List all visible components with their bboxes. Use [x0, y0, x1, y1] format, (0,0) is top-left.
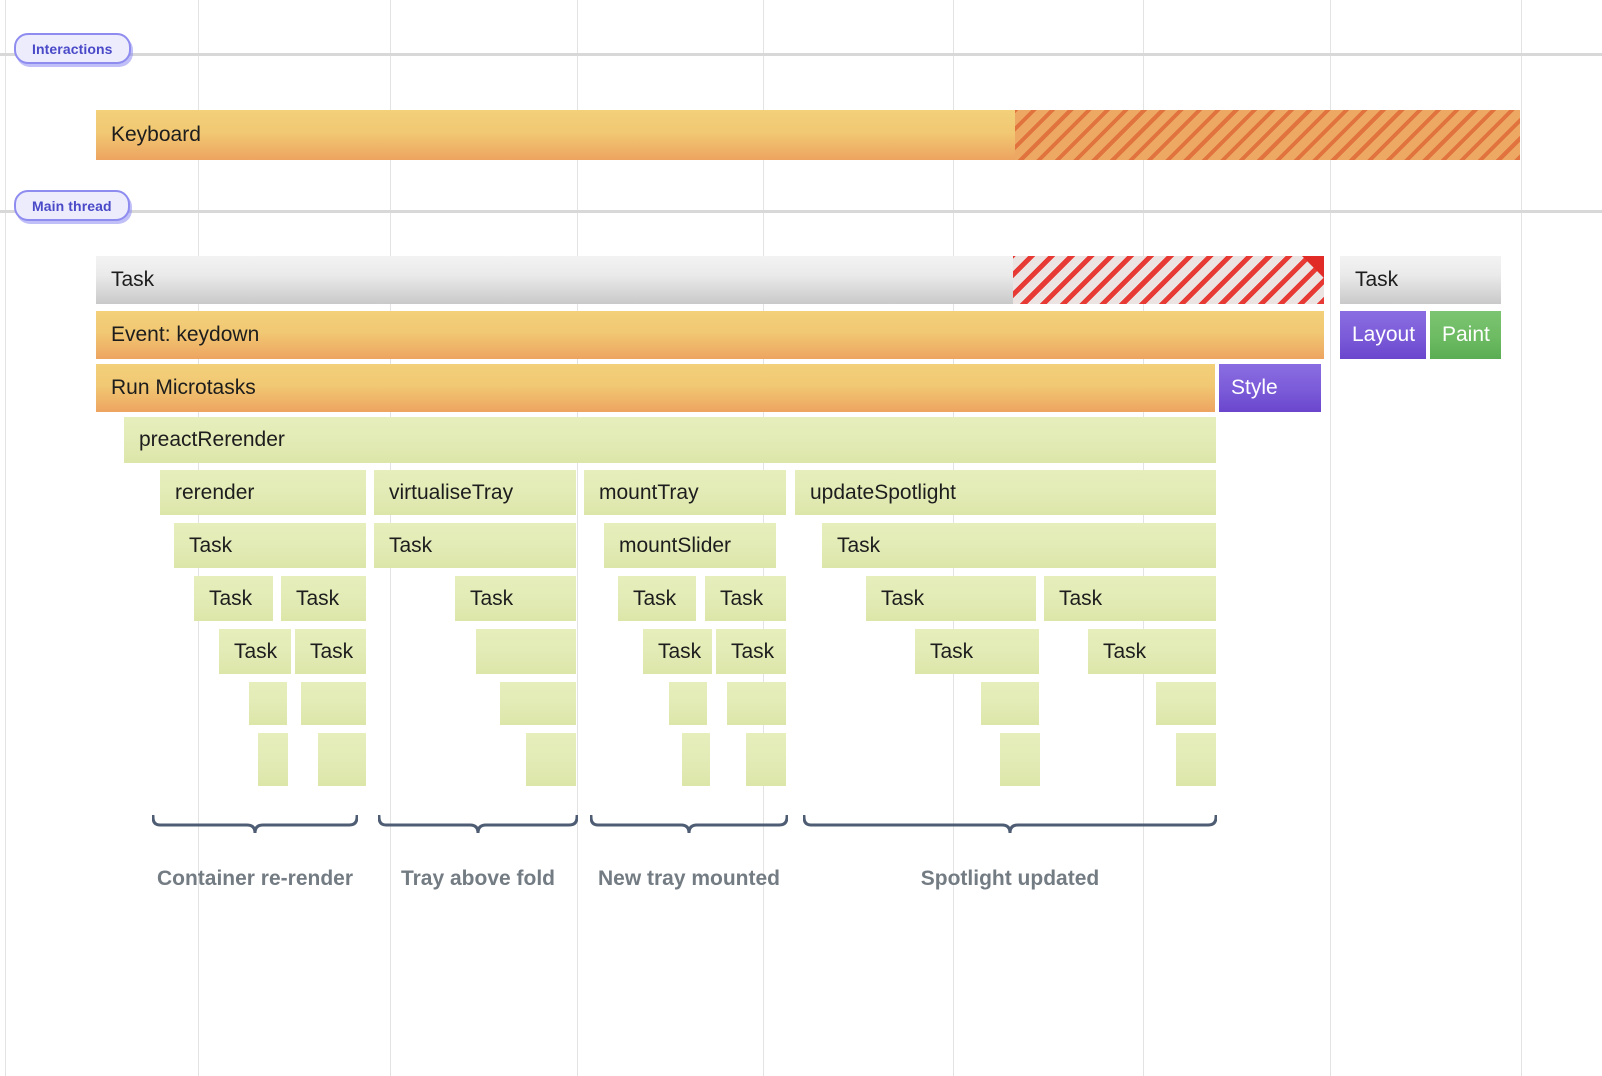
- task-block[interactable]: [318, 733, 366, 786]
- task-block-label: Task: [720, 586, 764, 610]
- task-block-label: Task: [633, 586, 677, 610]
- rerender-bar-label: rerender: [175, 480, 255, 504]
- task-block[interactable]: Task: [716, 629, 786, 674]
- paint-block[interactable]: Paint: [1430, 311, 1501, 359]
- task-block[interactable]: Task: [374, 523, 576, 568]
- gridline-7: [1330, 0, 1331, 1076]
- annotation-tray-above-fold-label: Tray above fold: [400, 867, 556, 890]
- task-block[interactable]: [500, 682, 576, 725]
- task-block-label: Task: [470, 586, 514, 610]
- hatched-overrun-region: [1013, 256, 1324, 304]
- layout-block-label: Layout: [1352, 323, 1416, 346]
- task-block-label: Task: [658, 639, 702, 663]
- long-task-warning-triangle-icon: [1302, 256, 1324, 278]
- task-block-label: Task: [837, 533, 881, 557]
- preact-rerender-bar-label: preactRerender: [139, 428, 285, 451]
- task-block[interactable]: [249, 682, 287, 725]
- task-block-label: Task: [731, 639, 775, 663]
- task-block[interactable]: Task: [915, 629, 1039, 674]
- run-microtasks-bar-label: Run Microtasks: [111, 376, 256, 399]
- task-block[interactable]: Task: [174, 523, 366, 568]
- annotation-spotlight-updated-label: Spotlight updated: [920, 867, 1100, 890]
- hatched-overrun-region: [1015, 110, 1520, 160]
- annotation-container-rerender-bracket: [152, 815, 358, 839]
- rerender-bar[interactable]: rerender: [160, 470, 366, 515]
- annotation-new-tray-mounted-label: New tray mounted: [597, 867, 781, 890]
- run-microtasks-bar[interactable]: Run Microtasks: [96, 364, 1215, 412]
- style-block[interactable]: Style: [1219, 364, 1321, 412]
- mount-tray-bar-label: mountTray: [599, 480, 699, 504]
- annotation-container-rerender-label: Container re-render: [156, 867, 354, 890]
- update-spotlight-bar-label: updateSpotlight: [810, 480, 956, 504]
- mount-slider-bar-label: mountSlider: [619, 533, 732, 557]
- task-bar-main[interactable]: Task: [96, 256, 1324, 304]
- style-block-label: Style: [1231, 376, 1278, 399]
- task-block[interactable]: Task: [643, 629, 712, 674]
- task-block[interactable]: Task: [455, 576, 576, 621]
- task-block[interactable]: [727, 682, 786, 725]
- task-block[interactable]: [981, 682, 1039, 725]
- event-keydown-bar[interactable]: Event: keydown: [96, 311, 1324, 359]
- annotation-new-tray-mounted-bracket: [590, 815, 788, 839]
- task-block[interactable]: Task: [295, 629, 366, 674]
- task-block[interactable]: [746, 733, 786, 786]
- layout-block[interactable]: Layout: [1340, 311, 1426, 359]
- task-block[interactable]: [301, 682, 366, 725]
- interactions-track[interactable]: Interactions: [14, 33, 131, 64]
- task-block-label: Task: [209, 586, 253, 610]
- virtualise-tray-bar-label: virtualiseTray: [389, 480, 514, 504]
- task-block[interactable]: [1176, 733, 1216, 786]
- task-block-label: Task: [234, 639, 278, 663]
- mount-tray-bar[interactable]: mountTray: [584, 470, 786, 515]
- task-block[interactable]: Task: [1088, 629, 1216, 674]
- annotation-spotlight-updated-bracket: [803, 815, 1217, 839]
- task-block-label: Task: [389, 533, 433, 557]
- task-block-label: Task: [296, 586, 340, 610]
- task-block-label: Task: [1059, 586, 1103, 610]
- update-spotlight-bar[interactable]: updateSpotlight: [795, 470, 1216, 515]
- task-block-label: Task: [1103, 639, 1147, 663]
- task-block[interactable]: [476, 629, 576, 674]
- virtualise-tray-bar[interactable]: virtualiseTray: [374, 470, 576, 515]
- task-bar-secondary-label: Task: [1355, 268, 1399, 291]
- gridline-8: [1521, 0, 1522, 1076]
- task-block-label: Task: [881, 586, 925, 610]
- task-block[interactable]: Task: [866, 576, 1036, 621]
- task-block[interactable]: [1000, 733, 1040, 786]
- task-block[interactable]: Task: [705, 576, 786, 621]
- task-block[interactable]: Task: [822, 523, 1216, 568]
- task-bar-main-label: Task: [111, 268, 155, 291]
- keyboard-event-bar[interactable]: Keyboard: [96, 110, 1520, 160]
- task-block[interactable]: [258, 733, 288, 786]
- task-block[interactable]: Task: [618, 576, 696, 621]
- task-block-label: Task: [930, 639, 974, 663]
- main-thread-track[interactable]: Main thread: [14, 190, 130, 221]
- task-block[interactable]: [1156, 682, 1216, 725]
- keyboard-event-bar-label: Keyboard: [111, 123, 201, 146]
- track-divider-1: [0, 210, 1602, 213]
- paint-block-label: Paint: [1442, 323, 1490, 346]
- task-block[interactable]: Task: [281, 576, 366, 621]
- event-keydown-bar-label: Event: keydown: [111, 323, 260, 346]
- task-block[interactable]: [669, 682, 707, 725]
- gridline-0: [5, 0, 6, 1076]
- task-block[interactable]: Task: [194, 576, 273, 621]
- task-block[interactable]: [682, 733, 710, 786]
- task-block-label: Task: [189, 533, 233, 557]
- task-block[interactable]: Task: [1044, 576, 1216, 621]
- gridline-3: [577, 0, 578, 1076]
- task-block[interactable]: [526, 733, 576, 786]
- annotation-tray-above-fold-bracket: [378, 815, 578, 839]
- track-divider-0: [0, 53, 1602, 56]
- task-block-label: Task: [310, 639, 354, 663]
- task-bar-secondary[interactable]: Task: [1340, 256, 1501, 304]
- task-block[interactable]: Task: [219, 629, 291, 674]
- preact-rerender-bar[interactable]: preactRerender: [124, 417, 1216, 463]
- mount-slider-bar[interactable]: mountSlider: [604, 523, 776, 568]
